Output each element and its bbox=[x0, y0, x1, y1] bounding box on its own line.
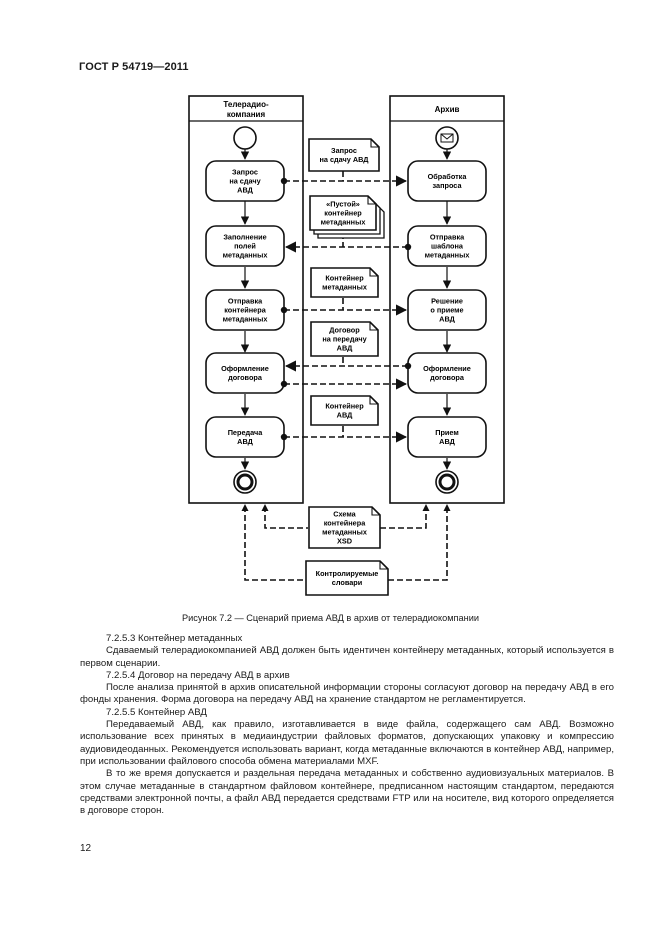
right-action-1-line-0: Отправка bbox=[430, 233, 465, 242]
right-action-4-line-1: АВД bbox=[439, 437, 455, 446]
object-node-5-line-3: XSD bbox=[337, 536, 352, 545]
left-action-1-line-1: полей bbox=[234, 242, 256, 251]
swimlane-right-title: Архив bbox=[435, 105, 460, 114]
start-node-left bbox=[233, 126, 257, 150]
paragraph: Сдаваемый телерадиокомпанией АВД должен … bbox=[80, 645, 614, 669]
right-action-box-2 bbox=[407, 289, 487, 331]
left-action-0-line-2: АВД bbox=[237, 185, 253, 194]
object-note-6 bbox=[305, 560, 389, 596]
section-heading-7-2-5-4: 7.2.5.4 Договор на передачу АВД в архив bbox=[106, 669, 290, 681]
object-node-1-line-0: «Пустой» bbox=[326, 200, 360, 209]
paragraph: После анализа принятой в архив описатель… bbox=[80, 682, 614, 706]
object-node-0-line-0: Запрос bbox=[331, 146, 357, 155]
object-node-0-line-1: на сдачу АВД bbox=[319, 155, 369, 164]
right-action-box-4 bbox=[407, 416, 487, 458]
right-action-2-line-2: АВД bbox=[439, 314, 455, 323]
swimlane-left-title-line2: компания bbox=[227, 110, 266, 119]
section-heading-7-2-5-3: 7.2.5.3 Контейнер метаданных bbox=[106, 633, 243, 644]
figure-caption: Рисунок 7.2 — Сценарий приема АВД в архи… bbox=[182, 613, 479, 623]
section-heading-7-2-5-5: 7.2.5.5 Контейнер АВД bbox=[106, 706, 207, 718]
left-action-box-1 bbox=[205, 225, 285, 267]
left-action-box-3 bbox=[205, 352, 285, 394]
object-note-0 bbox=[308, 138, 380, 172]
right-action-3-line-1: договора bbox=[430, 373, 465, 382]
object-node-5-line-1: контейнера bbox=[324, 519, 366, 528]
left-action-3-line-0: Оформление bbox=[221, 364, 269, 373]
left-action-0-line-0: Запрос bbox=[232, 168, 258, 177]
left-action-2-line-1: контейнера bbox=[224, 306, 266, 315]
right-action-0-line-1: запроса bbox=[432, 181, 462, 190]
object-note-3 bbox=[310, 321, 379, 357]
object-node-5-line-2: метаданных bbox=[322, 528, 367, 537]
object-node-4-line-1: АВД bbox=[337, 411, 353, 420]
left-action-4-line-0: Передача bbox=[228, 428, 264, 437]
swimlane-left: Телерадио- компания bbox=[188, 95, 304, 504]
object-node-4-line-0: Контейнер bbox=[325, 402, 364, 411]
paragraph: В то же время допускается и раздельная п… bbox=[80, 768, 614, 817]
right-action-2-line-1: о приеме bbox=[430, 306, 463, 315]
object-node-3-line-0: Договор bbox=[329, 326, 360, 335]
object-node-5-line-0: Схема bbox=[333, 510, 356, 519]
end-node-right bbox=[435, 470, 459, 494]
end-node-left bbox=[233, 470, 257, 494]
start-node-right bbox=[435, 126, 459, 150]
left-action-2-line-2: метаданных bbox=[223, 314, 268, 323]
object-node-1-line-1: контейнер bbox=[324, 209, 362, 218]
left-action-1-line-0: Заполнение bbox=[223, 233, 266, 242]
paragraph: Передаваемый АВД, как правило, изготавли… bbox=[80, 719, 614, 767]
object-node-1-line-2: метаданных bbox=[321, 217, 366, 226]
right-action-3-line-0: Оформление bbox=[423, 364, 471, 373]
right-action-1-line-1: шаблона bbox=[431, 242, 464, 251]
swimlane-right: Архив bbox=[389, 95, 505, 504]
right-action-1-line-2: метаданных bbox=[425, 250, 470, 259]
right-action-2-line-0: Решение bbox=[431, 297, 463, 306]
body-text: 7.2.5.3 Контейнер метаданных Сдаваемый т… bbox=[80, 633, 614, 817]
left-action-1-line-2: метаданных bbox=[223, 250, 268, 259]
right-action-box-3 bbox=[407, 352, 487, 394]
object-note-5 bbox=[308, 506, 381, 549]
object-node-3-line-2: АВД bbox=[337, 343, 353, 352]
object-node-3-line-1: на передачу bbox=[322, 335, 367, 344]
document-header: ГОСТ Р 54719—2011 bbox=[79, 61, 189, 73]
right-actions-group: ОбработказапросаОтправкашаблонаметаданны… bbox=[407, 160, 487, 458]
swimlane-left-title-line1: Телерадио- bbox=[223, 100, 269, 109]
object-node-6-line-0: Контролируемые bbox=[316, 569, 379, 578]
object-note-2 bbox=[310, 267, 379, 298]
right-action-4-line-0: Прием bbox=[435, 428, 459, 437]
left-action-3-line-1: договора bbox=[228, 373, 263, 382]
activity-diagram: Телерадио- компания Архив bbox=[188, 95, 505, 596]
right-action-0-line-0: Обработка bbox=[428, 172, 468, 181]
left-action-0-line-1: на сдачу bbox=[229, 177, 261, 186]
envelope-icon bbox=[440, 133, 454, 143]
object-note-1 bbox=[309, 195, 377, 231]
page-number: 12 bbox=[80, 843, 92, 854]
object-node-2-line-1: метаданных bbox=[322, 283, 367, 292]
right-action-box-0 bbox=[407, 160, 487, 202]
left-action-2-line-0: Отправка bbox=[228, 297, 263, 306]
object-node-6-line-1: словари bbox=[332, 578, 362, 587]
left-action-4-line-1: АВД bbox=[237, 437, 253, 446]
object-note-4 bbox=[310, 395, 379, 426]
object-node-2-line-0: Контейнер bbox=[325, 274, 364, 283]
